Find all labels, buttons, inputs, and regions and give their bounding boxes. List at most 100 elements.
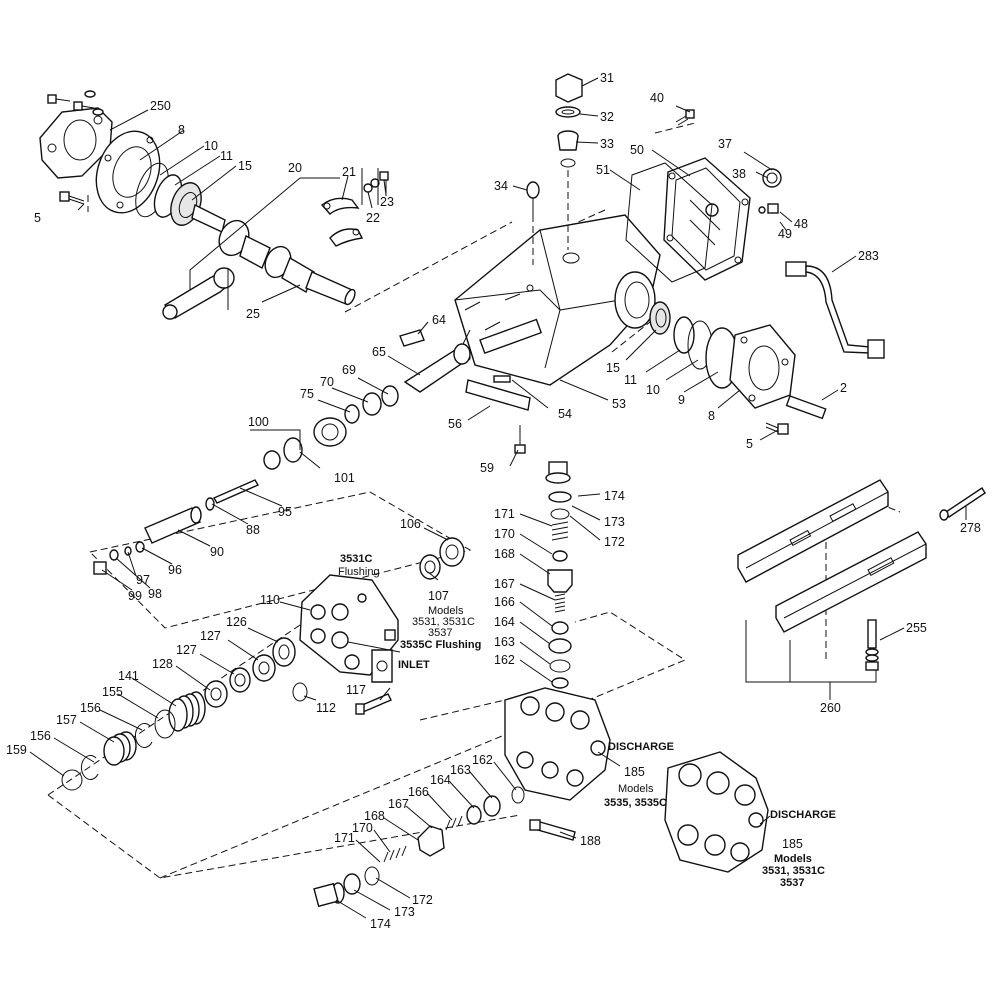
note-3531c: 3531C (340, 553, 372, 565)
plunger-rod-group (250, 329, 472, 470)
callout-127a: 127 (200, 629, 221, 643)
gasket-51 (625, 162, 713, 283)
pin-54 (493, 375, 511, 383)
seal-stack-left (61, 637, 296, 791)
spring-157 (103, 731, 137, 766)
dashed-group-lines (47, 122, 901, 879)
callout-173a: 173 (604, 515, 625, 529)
valve-166 (551, 621, 569, 635)
o-ring-163 (549, 659, 571, 673)
callout-9: 9 (678, 393, 685, 407)
callout-5a: 5 (34, 211, 41, 225)
valve-168 (547, 569, 573, 593)
hardware-255 (865, 619, 879, 671)
callout-59: 59 (480, 461, 494, 475)
callout-64: 64 (432, 313, 446, 327)
callout-117: 117 (346, 683, 366, 697)
seal-127b (229, 667, 251, 693)
valve-168b (417, 825, 445, 857)
callout-185b: 185 (782, 837, 803, 851)
washer-69 (381, 385, 399, 407)
callout-21: 21 (342, 165, 356, 179)
note-discharge-a: DISCHARGE (608, 741, 674, 753)
callout-8a: 8 (178, 123, 185, 137)
callout-98: 98 (148, 587, 162, 601)
callout-90: 90 (210, 545, 224, 559)
callout-156a: 156 (80, 701, 101, 715)
callout-97: 97 (136, 573, 150, 587)
callout-157: 157 (56, 713, 77, 727)
callout-34: 34 (494, 179, 508, 193)
oil-fill-cap-31 (555, 73, 583, 118)
stud-278 (939, 487, 986, 521)
callout-101: 101 (334, 471, 355, 485)
oil-seal-75 (344, 404, 360, 424)
callout-188: 188 (580, 834, 601, 848)
spring-171b (383, 845, 407, 863)
seal-70 (362, 392, 382, 416)
bolt-23 (379, 171, 389, 196)
clip-156 (134, 722, 153, 748)
seal-retainer-100 (313, 417, 347, 447)
rear-cover-50 (663, 157, 751, 281)
callout-171a: 171 (494, 507, 515, 521)
plug-174 (545, 461, 571, 484)
o-ring-162 (551, 677, 569, 689)
seal-11-right (673, 316, 695, 354)
leader-lines (29, 77, 967, 919)
callout-38: 38 (732, 167, 746, 181)
plunger-retainer-99 (93, 541, 145, 575)
bearing-cover-bore (63, 119, 97, 161)
note-manifold-a-models-list: 3535, 3535C (604, 797, 667, 809)
o-ring-163b (483, 795, 501, 817)
spring-167 (554, 593, 566, 613)
cover-bolt-hole (93, 115, 103, 125)
note-3535c-flushing: 3535C Flushing (400, 639, 481, 651)
o-ring-112 (292, 682, 308, 702)
callout-255: 255 (906, 621, 927, 635)
callout-106: 106 (400, 517, 421, 531)
model-notes: 3531C Flushing Models 3531, 3531C 3537 3… (338, 553, 836, 889)
callout-164a: 164 (494, 615, 515, 629)
oil-hose-283 (785, 261, 885, 359)
callout-40: 40 (650, 91, 664, 105)
callout-15b: 15 (606, 361, 620, 375)
cover-bolts (47, 90, 104, 116)
note-flushing: Flushing (338, 566, 380, 578)
note-discharge-b: DISCHARGE (770, 809, 836, 821)
callout-166a: 166 (494, 595, 515, 609)
bearing-flange-8 (95, 130, 161, 214)
callout-170b: 170 (352, 821, 373, 835)
callout-110: 110 (260, 593, 280, 607)
seat-164b (466, 805, 482, 825)
o-ring-172b (364, 866, 380, 886)
callout-171b: 171 (334, 831, 355, 845)
bearing-flange-8-right (729, 324, 796, 409)
callout-10a: 10 (204, 139, 218, 153)
callout-5b: 5 (746, 437, 753, 451)
ceramic-plunger-90 (144, 506, 202, 544)
callout-128: 128 (152, 657, 173, 671)
callout-156b: 156 (30, 729, 51, 743)
callout-10b: 10 (646, 383, 660, 397)
spring-141 (168, 691, 206, 732)
callout-141: 141 (118, 669, 139, 683)
seal-128 (204, 680, 228, 708)
callout-100: 100 (248, 415, 269, 429)
bolt-5 (59, 191, 85, 205)
plug-174b (313, 882, 345, 908)
sight-glass-37 (762, 168, 782, 188)
callout-162b: 162 (472, 753, 493, 767)
callout-20: 20 (288, 161, 302, 175)
note-inlet: INLET (398, 659, 430, 671)
bearing-15-right (649, 301, 671, 335)
valve-stack-upper (545, 461, 573, 689)
callout-65: 65 (372, 345, 386, 359)
clip-156b (80, 754, 99, 780)
plug-48 (758, 203, 779, 214)
discharge-manifold-185-b (664, 751, 769, 873)
crankshaft-group (39, 90, 389, 320)
note-seals-models: Models (428, 605, 464, 617)
